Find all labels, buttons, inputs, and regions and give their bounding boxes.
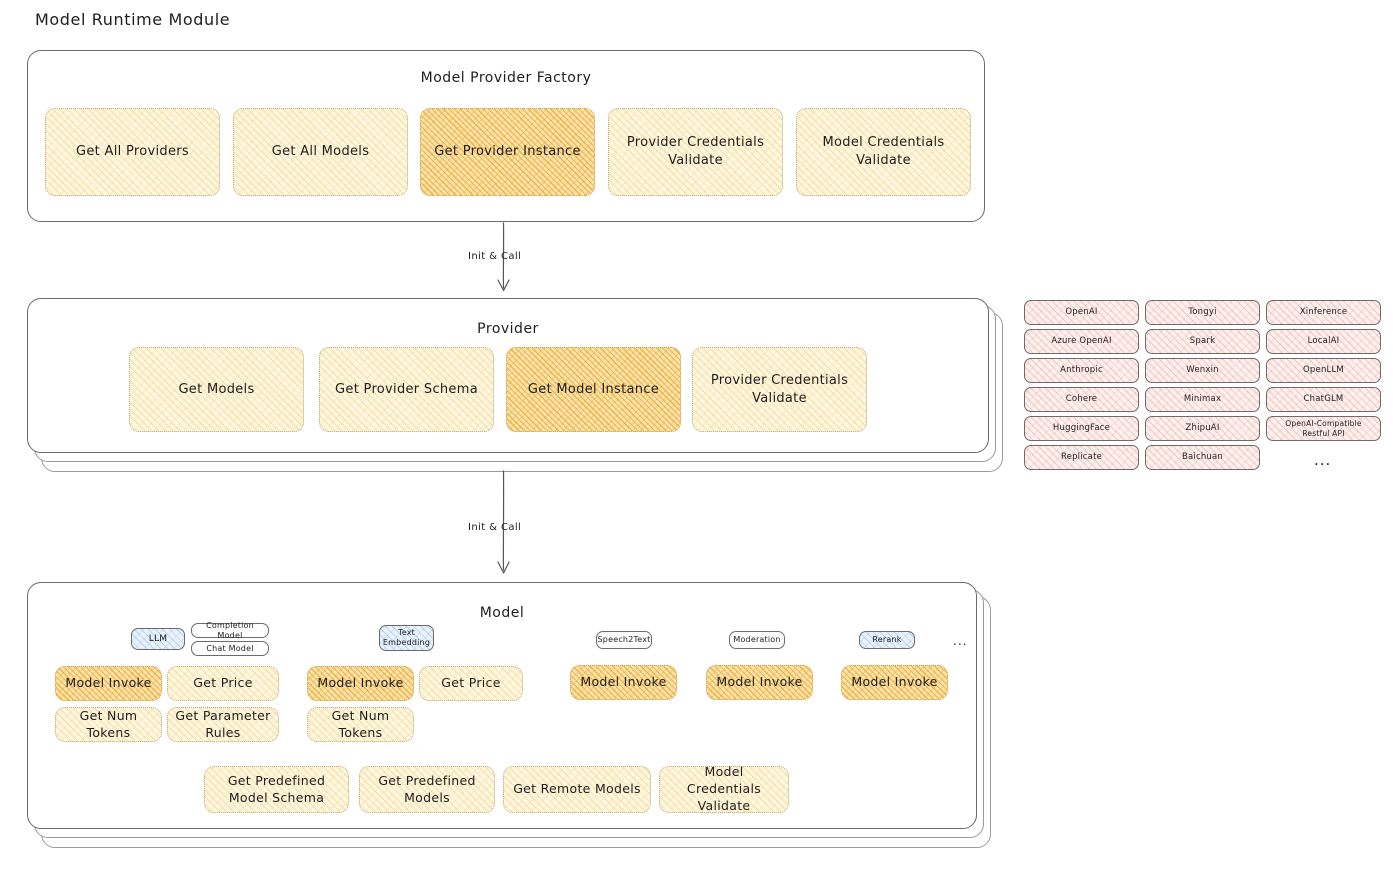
model-group-badge-rerank[interactable]: Rerank (859, 631, 915, 649)
provider-chip-xinference[interactable]: Xinference (1266, 300, 1381, 325)
provider-chip-cohere[interactable]: Cohere (1024, 387, 1139, 412)
moderation-method-model-invoke[interactable]: Model Invoke (706, 665, 813, 700)
provider-item-provider-credentials-validate[interactable]: Provider Credentials Validate (692, 347, 867, 432)
provider-chip-wenxin[interactable]: Wenxin (1145, 358, 1260, 383)
model-shared-method-get-remote-models[interactable]: Get Remote Models (503, 766, 651, 813)
connector-factory-to-provider: Init & Call (468, 222, 590, 300)
text-embedding-method-get-price[interactable]: Get Price (419, 666, 523, 701)
provider-chip-openai-compatible-restful-api[interactable]: OpenAI-Compatible Restful API (1266, 416, 1381, 441)
provider-list: OpenAI Azure OpenAI Anthropic Cohere Hug… (1024, 300, 1382, 476)
arrow-down-icon (497, 470, 510, 574)
llm-method-get-parameter-rules[interactable]: Get Parameter Rules (167, 707, 279, 742)
model-provider-factory-card: Model Provider Factory Get All Providers… (27, 50, 985, 222)
factory-item-get-all-models[interactable]: Get All Models (233, 108, 408, 196)
factory-item-model-credentials-validate[interactable]: Model Credentials Validate (796, 108, 971, 196)
provider-chip-replicate[interactable]: Replicate (1024, 445, 1139, 470)
factory-item-get-all-providers[interactable]: Get All Providers (45, 108, 220, 196)
provider-chip-openllm[interactable]: OpenLLM (1266, 358, 1381, 383)
text-embedding-method-model-invoke[interactable]: Model Invoke (307, 666, 414, 701)
provider-item-get-model-instance[interactable]: Get Model Instance (506, 347, 681, 432)
connector-provider-to-model: Init & Call (468, 470, 590, 582)
model-shared-method-model-credentials-validate[interactable]: Model Credentials Validate (659, 764, 789, 813)
provider-chip-baichuan[interactable]: Baichuan (1145, 445, 1260, 470)
provider-chip-azure-openai[interactable]: Azure OpenAI (1024, 329, 1139, 354)
provider-chip-anthropic[interactable]: Anthropic (1024, 358, 1139, 383)
model-group-badge-speech2text[interactable]: Speech2Text (596, 631, 652, 649)
model-shared-method-get-predefined-model-schema[interactable]: Get Predefined Model Schema (204, 766, 349, 813)
model-provider-factory-title: Model Provider Factory (420, 70, 592, 86)
model-groups-ellipsis: ... (953, 634, 968, 648)
provider-chip-tongyi[interactable]: Tongyi (1145, 300, 1260, 325)
provider-chip-spark[interactable]: Spark (1145, 329, 1260, 354)
model-group-badge-llm[interactable]: LLM (131, 628, 185, 650)
model-shared-method-get-predefined-models[interactable]: Get Predefined Models (359, 766, 495, 813)
provider-list-ellipsis: ... (1314, 451, 1332, 469)
provider-chip-minimax[interactable]: Minimax (1145, 387, 1260, 412)
model-group-subbadge-completion-model[interactable]: Completion Model (191, 621, 269, 640)
text-embedding-method-get-num-tokens[interactable]: Get Num Tokens (307, 707, 414, 742)
provider-chip-chatglm[interactable]: ChatGLM (1266, 387, 1381, 412)
llm-method-get-num-tokens[interactable]: Get Num Tokens (55, 707, 162, 742)
model-card: Model LLM Completion Model Chat Model Mo… (27, 582, 977, 829)
model-title: Model (479, 605, 525, 621)
model-group-badge-moderation[interactable]: Moderation (729, 631, 785, 649)
provider-chip-openai[interactable]: OpenAI (1024, 300, 1139, 325)
llm-method-get-price[interactable]: Get Price (167, 666, 279, 701)
arrow-down-icon (497, 222, 510, 292)
model-group-subbadge-chat-model[interactable]: Chat Model (191, 641, 269, 656)
provider-chip-localai[interactable]: LocalAI (1266, 329, 1381, 354)
provider-item-get-models[interactable]: Get Models (129, 347, 304, 432)
connector-label-init-and-call-1: Init & Call (468, 251, 522, 262)
provider-title: Provider (477, 321, 539, 337)
provider-item-get-provider-schema[interactable]: Get Provider Schema (319, 347, 494, 432)
factory-item-get-provider-instance[interactable]: Get Provider Instance (420, 108, 595, 196)
provider-card: Provider Get Models Get Provider Schema … (27, 298, 989, 453)
model-group-badge-text-embedding[interactable]: Text Embedding (379, 625, 434, 651)
connector-label-init-and-call-2: Init & Call (468, 522, 522, 533)
factory-item-provider-credentials-validate[interactable]: Provider Credentials Validate (608, 108, 783, 196)
page-title: Model Runtime Module (35, 10, 231, 29)
rerank-method-model-invoke[interactable]: Model Invoke (841, 665, 948, 700)
provider-chip-huggingface[interactable]: HuggingFace (1024, 416, 1139, 441)
llm-method-model-invoke[interactable]: Model Invoke (55, 666, 162, 701)
provider-chip-zhipuai[interactable]: ZhipuAI (1145, 416, 1260, 441)
speech2text-method-model-invoke[interactable]: Model Invoke (570, 665, 677, 700)
